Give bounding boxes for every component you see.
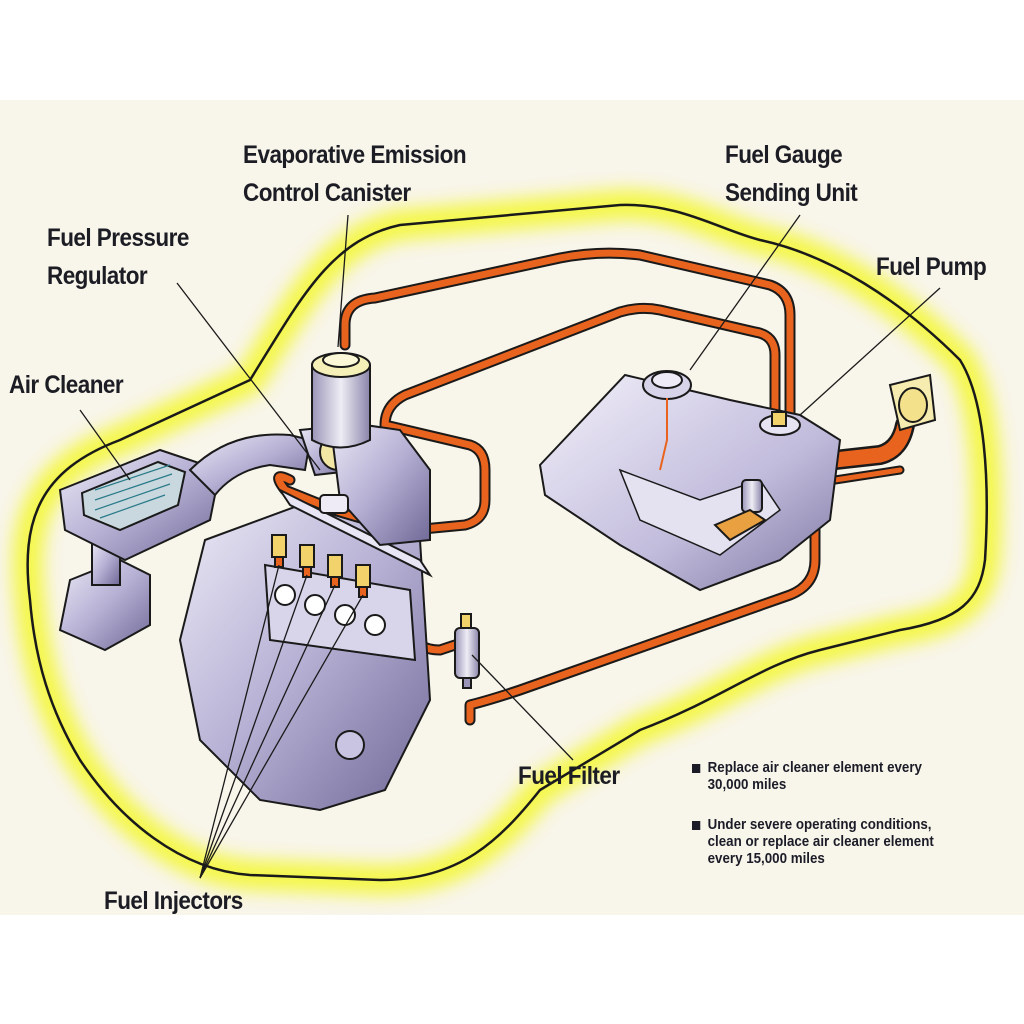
leader-fuel-pressure-regulator (176, 282, 321, 471)
note-2-line-3: every 15,000 miles (707, 851, 825, 867)
note-item: Replace air cleaner element every 30,000… (692, 760, 986, 794)
label-evap-canister-line1: Evaporative Emission (243, 141, 467, 169)
label-fuel-gauge-line2: Sending Unit (725, 179, 858, 207)
leader-fuel-pump (799, 287, 941, 416)
leader-fuel-gauge (689, 214, 801, 371)
leader-fuel-filter (471, 654, 574, 761)
square-bullet-icon (692, 821, 701, 830)
fuel-tank (538, 370, 937, 592)
evap-canister (311, 352, 371, 449)
label-fuel-injectors: Fuel Injectors (104, 887, 243, 915)
leader-lines (79, 214, 941, 879)
label-air-cleaner: Air Cleaner (9, 371, 124, 399)
maintenance-notes: Replace air cleaner element every 30,000… (692, 760, 986, 891)
note-1-line-2: 30,000 miles (707, 777, 787, 793)
label-fuel-gauge: Fuel Gauge Sending Unit (725, 136, 858, 212)
label-fuel-pressure-regulator: Fuel Pressure Regulator (47, 219, 189, 295)
note-2-line-1: Under severe operating conditions, (707, 817, 932, 833)
air-cleaner (58, 433, 312, 652)
label-fpr-line1: Fuel Pressure (47, 224, 189, 252)
square-bullet-icon (692, 764, 701, 773)
label-fpr-line2: Regulator (47, 262, 148, 290)
label-fuel-filter: Fuel Filter (518, 762, 620, 790)
note-2-line-2: clean or replace air cleaner element (707, 834, 934, 850)
note-1-line-1: Replace air cleaner element every (707, 760, 922, 776)
leader-air-cleaner (79, 409, 131, 481)
label-fuel-gauge-line1: Fuel Gauge (725, 141, 843, 169)
note-item: Under severe operating conditions, clean… (692, 817, 986, 868)
fuel-filter (454, 613, 480, 689)
leader-fuel-injectors (199, 564, 364, 879)
label-fuel-pump: Fuel Pump (876, 253, 987, 281)
label-evap-canister-line2: Control Canister (243, 179, 411, 207)
leader-evap-canister (337, 214, 349, 348)
label-evap-canister: Evaporative Emission Control Canister (243, 136, 467, 212)
